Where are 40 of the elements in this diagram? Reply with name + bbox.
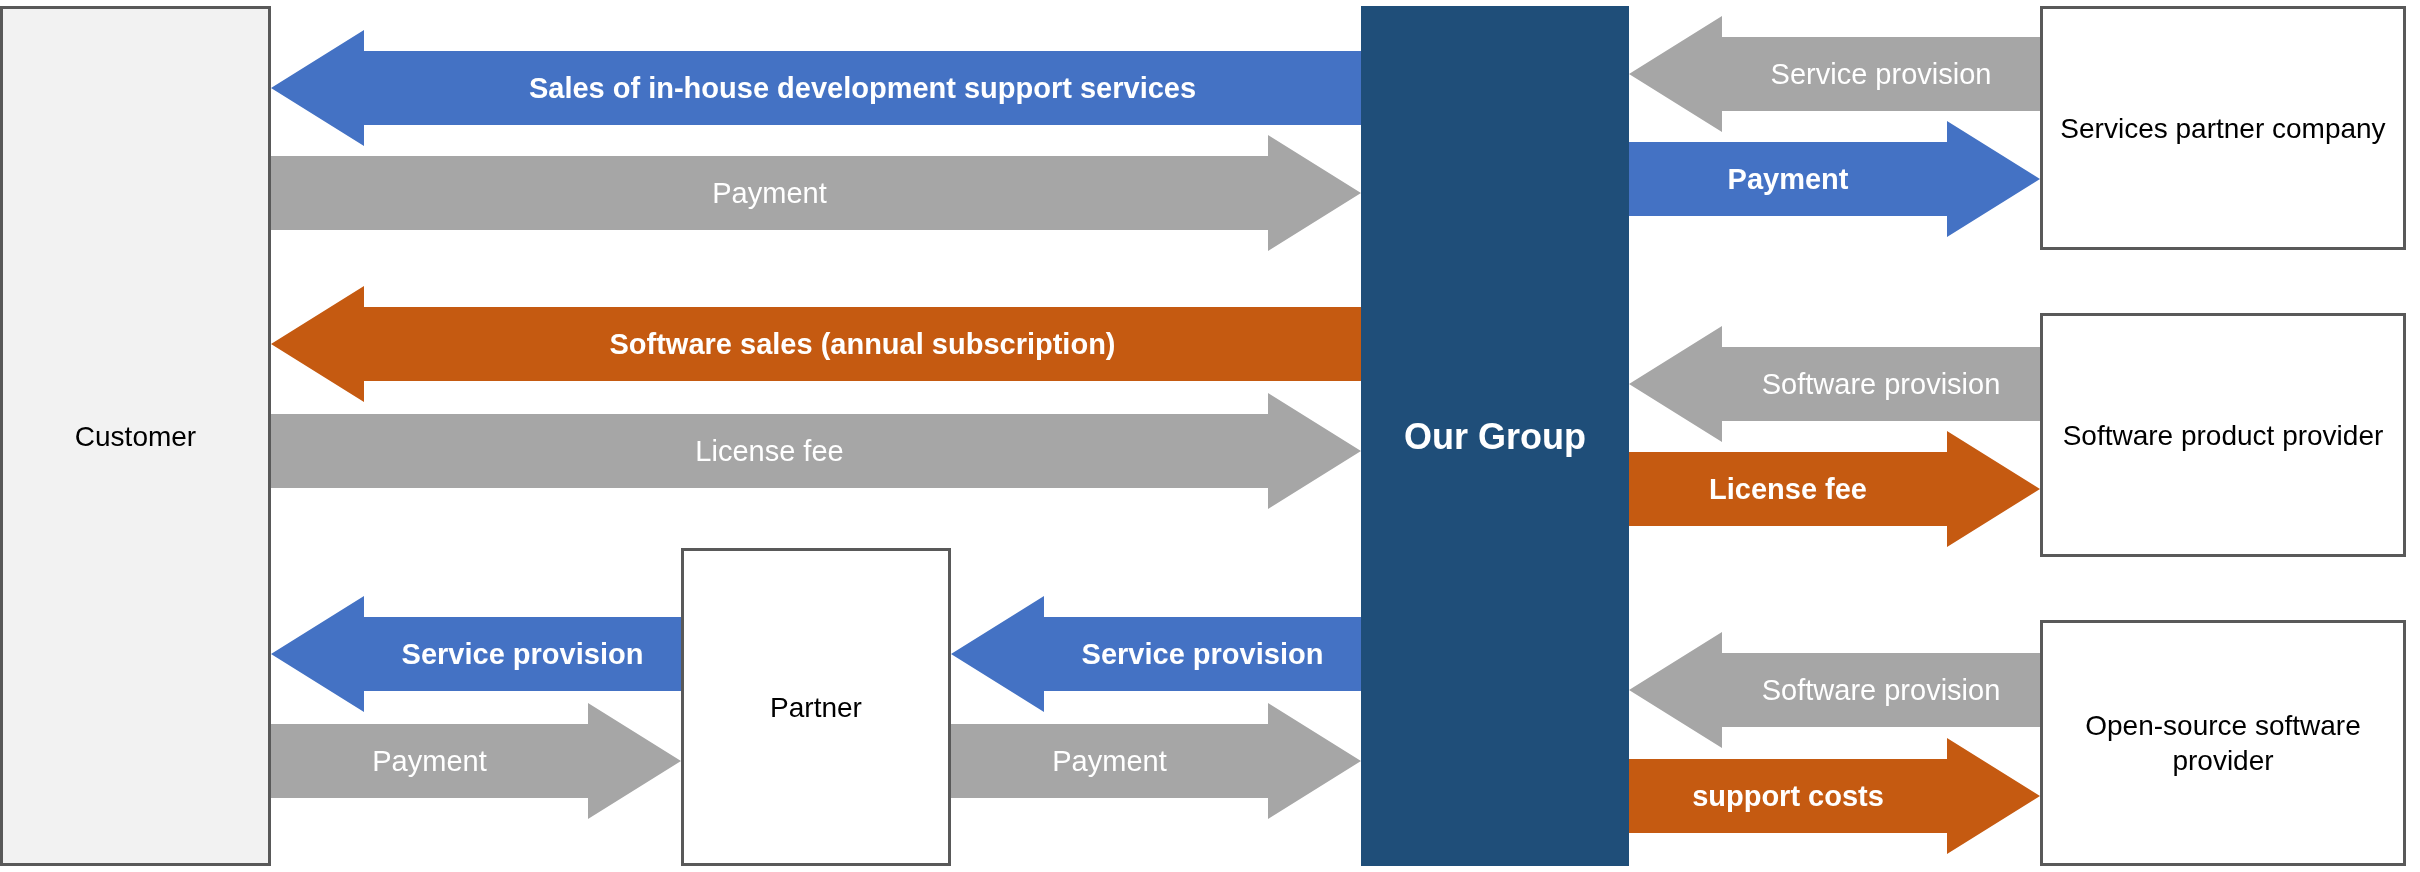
node-label: Customer — [73, 419, 198, 454]
node-label: Partner — [769, 690, 863, 725]
edge-label: Payment — [1052, 744, 1167, 778]
edge-label: License fee — [1709, 472, 1867, 506]
block-arrow — [271, 393, 1361, 509]
block-arrow — [951, 596, 1361, 712]
edge-label: Service provision — [1081, 637, 1324, 671]
block-arrow — [951, 703, 1361, 819]
edge-label: License fee — [695, 434, 844, 468]
edge-label: Software provision — [1761, 367, 2001, 401]
block-arrow — [1629, 632, 2040, 748]
block-arrow — [271, 286, 1361, 402]
edge-label: Sales of in-house development support services — [528, 71, 1197, 105]
block-arrow — [271, 596, 681, 712]
node-label: Our Group — [1403, 414, 1587, 459]
edge-label: Payment — [372, 744, 487, 778]
edge-label: Software sales (annual subscription) — [609, 327, 1116, 361]
edge-label: Payment — [1727, 162, 1849, 196]
block-arrow — [1629, 16, 2040, 132]
block-arrow — [271, 703, 681, 819]
edge-label: Payment — [712, 176, 827, 210]
node-label: Software product provider — [2061, 418, 2385, 453]
block-arrow — [1629, 326, 2040, 442]
edge-label: Software provision — [1761, 673, 2001, 707]
entity-box — [2040, 6, 2406, 250]
entity-box — [2040, 620, 2406, 866]
block-arrow — [1629, 431, 2040, 547]
block-arrow — [271, 135, 1361, 251]
edge-label: support costs — [1692, 779, 1884, 813]
node-label: Services partner company — [2059, 111, 2387, 146]
block-arrow — [1629, 121, 2040, 237]
block-arrow — [271, 30, 1361, 146]
edge-label: Service provision — [401, 637, 644, 671]
edge-label: Service provision — [1770, 57, 1992, 91]
group-box — [1361, 6, 1629, 866]
entity-box — [2040, 313, 2406, 557]
entity-box — [0, 6, 271, 866]
block-arrow — [1629, 738, 2040, 854]
node-label: Open-source software provider — [2084, 709, 2362, 778]
entity-box — [681, 548, 951, 866]
